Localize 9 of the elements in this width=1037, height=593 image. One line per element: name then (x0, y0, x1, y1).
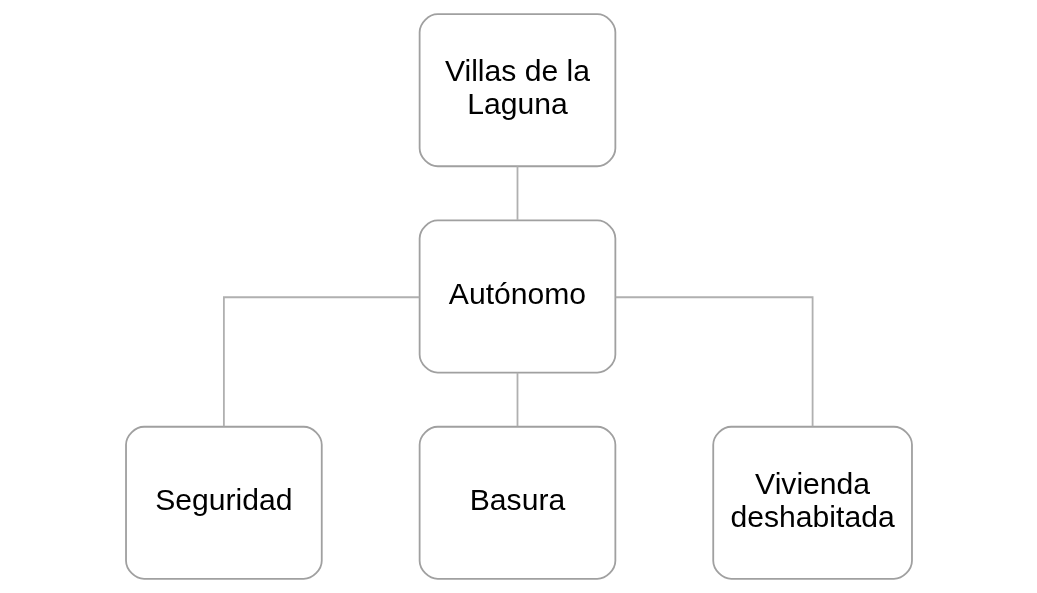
node-box: Vivienda deshabitada (711, 425, 913, 580)
node-box: Villas de la Laguna (418, 13, 616, 168)
connector (516, 371, 518, 428)
node-box: Seguridad (124, 425, 323, 580)
connector (516, 165, 518, 221)
connector (222, 296, 420, 428)
connector (614, 296, 813, 428)
node-box: Basura (418, 425, 616, 580)
node-box: Autónomo (418, 219, 616, 374)
